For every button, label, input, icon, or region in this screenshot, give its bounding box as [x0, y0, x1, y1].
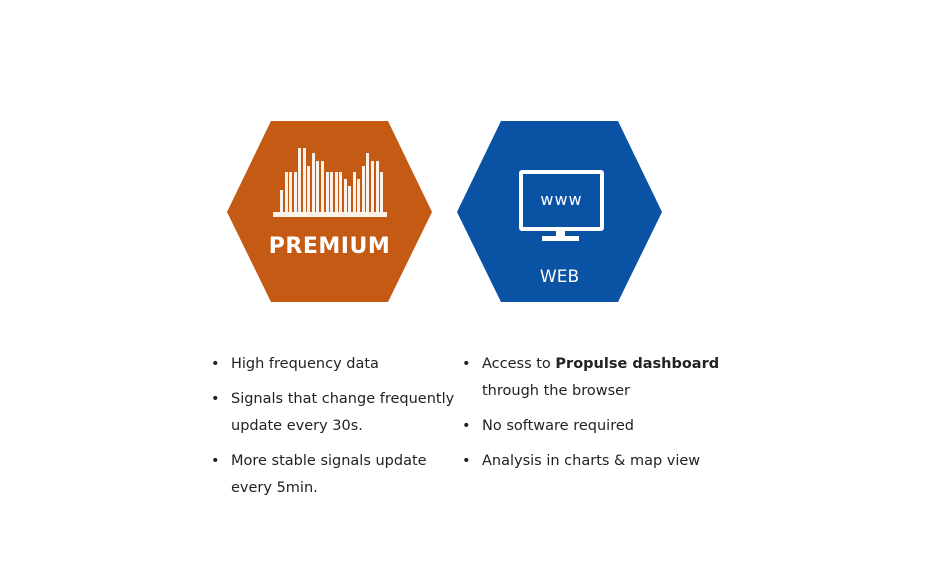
bar: [334, 172, 338, 212]
bar-chart-baseline: [273, 212, 387, 217]
bullet-icon: •: [211, 356, 220, 372]
web-feature-list: •Access to Propulse dashboard through th…: [462, 351, 722, 483]
monitor-neck: [556, 231, 565, 237]
list-item: •Access to Propulse dashboard through th…: [462, 351, 722, 405]
list-item: •No software required: [462, 413, 722, 440]
bar: [380, 172, 384, 212]
list-item: •Signals that change frequently update e…: [211, 386, 456, 440]
bar: [330, 172, 334, 212]
bullet-icon: •: [211, 453, 220, 469]
bar: [343, 179, 347, 212]
bullet-icon: •: [462, 418, 471, 434]
bar: [366, 153, 370, 212]
web-label: WEB: [539, 267, 580, 287]
bar: [352, 172, 356, 212]
bar: [311, 153, 315, 212]
premium-feature-list: •High frequency data •Signals that chang…: [211, 351, 456, 510]
bar: [371, 161, 374, 212]
bar: [325, 172, 329, 212]
bar: [298, 148, 302, 212]
bar: [361, 166, 365, 212]
bullet-icon: •: [462, 453, 471, 469]
list-item: •High frequency data: [211, 351, 456, 378]
bar: [289, 172, 293, 212]
list-item: •More stable signals update every 5min.: [211, 448, 456, 502]
bar: [316, 161, 320, 212]
monitor-icon: [519, 170, 604, 231]
bar: [302, 148, 306, 212]
bar: [348, 186, 352, 212]
www-text: www: [540, 190, 583, 209]
bar: [375, 161, 379, 212]
bar: [320, 161, 324, 212]
bar: [357, 179, 361, 212]
bullet-icon: •: [462, 356, 471, 372]
monitor-stand: [542, 236, 579, 241]
bar: [284, 172, 288, 212]
premium-hexagon: [227, 121, 432, 302]
propulse-dashboard-text: Propulse dashboard: [555, 356, 720, 372]
bar: [307, 166, 311, 212]
bar: [280, 190, 283, 212]
bar: [293, 172, 297, 212]
premium-label: PREMIUM: [268, 234, 391, 259]
list-item: •Analysis in charts & map view: [462, 448, 722, 475]
bar: [339, 172, 343, 212]
web-hexagon: [457, 121, 662, 302]
bullet-icon: •: [211, 391, 220, 407]
bar-chart-icon: [280, 140, 386, 212]
